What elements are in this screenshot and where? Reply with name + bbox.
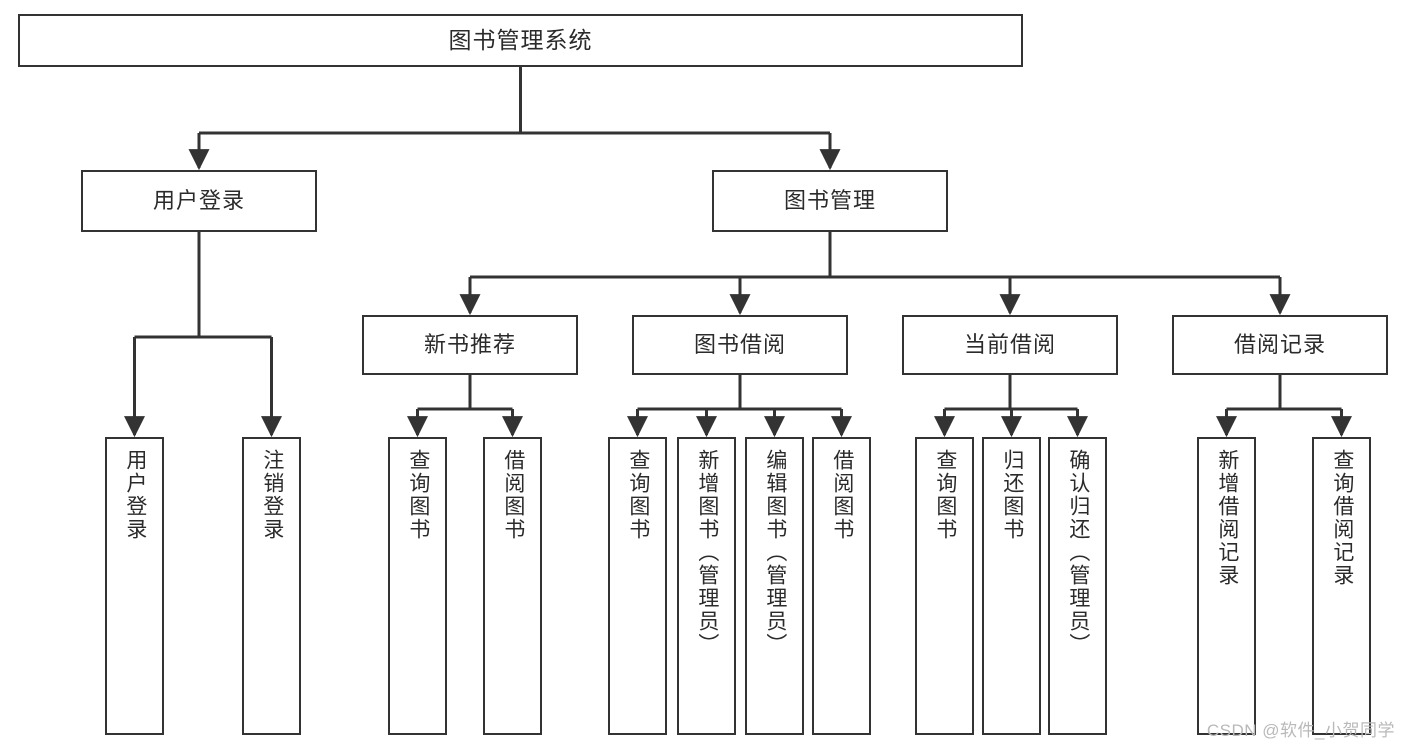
node-new-book-recommend-label: 新书推荐 xyxy=(423,332,516,358)
node-borrow-record[interactable]: 借阅记录 xyxy=(1172,315,1388,375)
node-leaf-add-book-admin-label: 新增图书（管理员） xyxy=(695,449,719,656)
node-leaf-edit-book-admin[interactable]: 编辑图书（管理员） xyxy=(745,437,804,735)
node-leaf-query-book-2-label: 查询图书 xyxy=(626,449,650,541)
node-book-manage[interactable]: 图书管理 xyxy=(712,170,948,232)
node-leaf-user-login[interactable]: 用户登录 xyxy=(105,437,164,735)
node-leaf-borrow-book-2-label: 借阅图书 xyxy=(830,449,854,541)
node-leaf-return-book[interactable]: 归还图书 xyxy=(982,437,1041,735)
node-leaf-borrow-book-1[interactable]: 借阅图书 xyxy=(483,437,542,735)
node-root-label: 图书管理系统 xyxy=(448,26,593,53)
node-leaf-logout-login[interactable]: 注销登录 xyxy=(242,437,301,735)
node-user-login-label: 用户登录 xyxy=(152,188,245,214)
node-root[interactable]: 图书管理系统 xyxy=(18,14,1023,67)
node-leaf-confirm-return-admin-label: 确认归还（管理员） xyxy=(1066,449,1090,656)
node-book-borrow[interactable]: 图书借阅 xyxy=(632,315,848,375)
node-leaf-query-book-1-label: 查询图书 xyxy=(406,449,430,541)
node-leaf-query-borrow-record-label: 查询借阅记录 xyxy=(1330,449,1354,587)
node-current-borrow-label: 当前借阅 xyxy=(963,332,1056,358)
node-borrow-record-label: 借阅记录 xyxy=(1233,332,1326,358)
node-book-borrow-label: 图书借阅 xyxy=(693,332,786,358)
node-leaf-return-book-label: 归还图书 xyxy=(1000,449,1024,541)
node-leaf-add-borrow-record-label: 新增借阅记录 xyxy=(1215,449,1239,587)
node-leaf-confirm-return-admin[interactable]: 确认归还（管理员） xyxy=(1048,437,1107,735)
csdn-watermark: CSDN @软件_小贺同学 xyxy=(1206,721,1395,740)
node-leaf-user-login-label: 用户登录 xyxy=(123,449,147,541)
node-leaf-query-borrow-record[interactable]: 查询借阅记录 xyxy=(1312,437,1371,735)
node-leaf-borrow-book-2[interactable]: 借阅图书 xyxy=(812,437,871,735)
node-leaf-edit-book-admin-label: 编辑图书（管理员） xyxy=(763,449,787,656)
node-new-book-recommend[interactable]: 新书推荐 xyxy=(362,315,578,375)
node-leaf-query-book-2[interactable]: 查询图书 xyxy=(608,437,667,735)
node-leaf-query-book-1[interactable]: 查询图书 xyxy=(388,437,447,735)
node-user-login[interactable]: 用户登录 xyxy=(81,170,317,232)
node-leaf-query-book-3-label: 查询图书 xyxy=(933,449,957,541)
node-leaf-query-book-3[interactable]: 查询图书 xyxy=(915,437,974,735)
node-current-borrow[interactable]: 当前借阅 xyxy=(902,315,1118,375)
node-leaf-borrow-book-1-label: 借阅图书 xyxy=(501,449,525,541)
node-leaf-add-borrow-record[interactable]: 新增借阅记录 xyxy=(1197,437,1256,735)
node-leaf-add-book-admin[interactable]: 新增图书（管理员） xyxy=(677,437,736,735)
node-leaf-logout-login-label: 注销登录 xyxy=(260,449,284,541)
node-book-manage-label: 图书管理 xyxy=(783,188,876,214)
